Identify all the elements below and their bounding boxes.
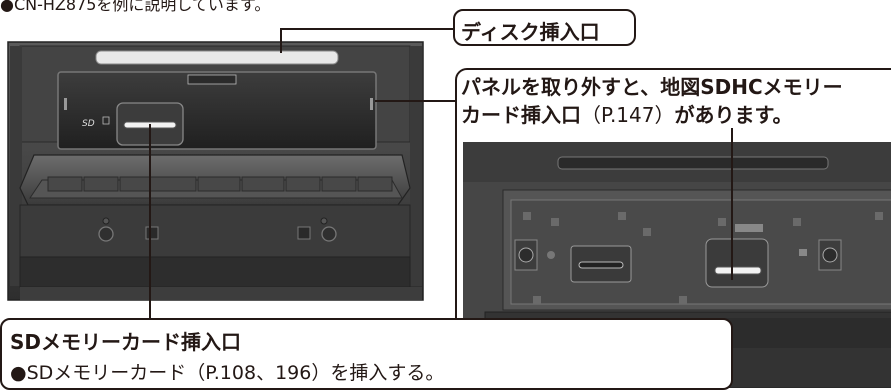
panel-page-ref: （P.147） — [581, 103, 675, 127]
disc-slot-callout: ディスク挿入口 — [453, 9, 636, 46]
sd-logo: SD — [82, 119, 95, 129]
sd-slot-callout: SDメモリーカード挿入口 ●SDメモリーカード（P.108、196）を挿入する。 — [0, 318, 733, 390]
sd-leader — [149, 124, 151, 320]
sd-slot-note: ●SDメモリーカード（P.108、196）を挿入する。 — [10, 362, 445, 384]
panel-line-2: カード挿入口（P.147）があります。 — [461, 101, 843, 129]
panel-callout-text: パネルを取り外すと、地図SDHCメモリー カード挿入口（P.147）があります。 — [461, 73, 843, 129]
panel-leader — [375, 100, 457, 102]
panel-line-2-a: カード挿入口 — [461, 103, 581, 127]
intro-note: ●CN-HZ875を例に説明しています。 — [0, 0, 271, 14]
panel-line-2-b: があります。 — [674, 103, 793, 127]
disc-leader-vertical — [280, 28, 282, 53]
panel-line-1: パネルを取り外すと、地図SDHCメモリー — [461, 75, 843, 99]
disc-leader-horizontal — [280, 28, 455, 30]
panel-inner-leader — [731, 128, 733, 280]
disc-slot-label: ディスク挿入口 — [461, 20, 600, 44]
sd-slot-title: SDメモリーカード挿入口 — [10, 330, 242, 354]
